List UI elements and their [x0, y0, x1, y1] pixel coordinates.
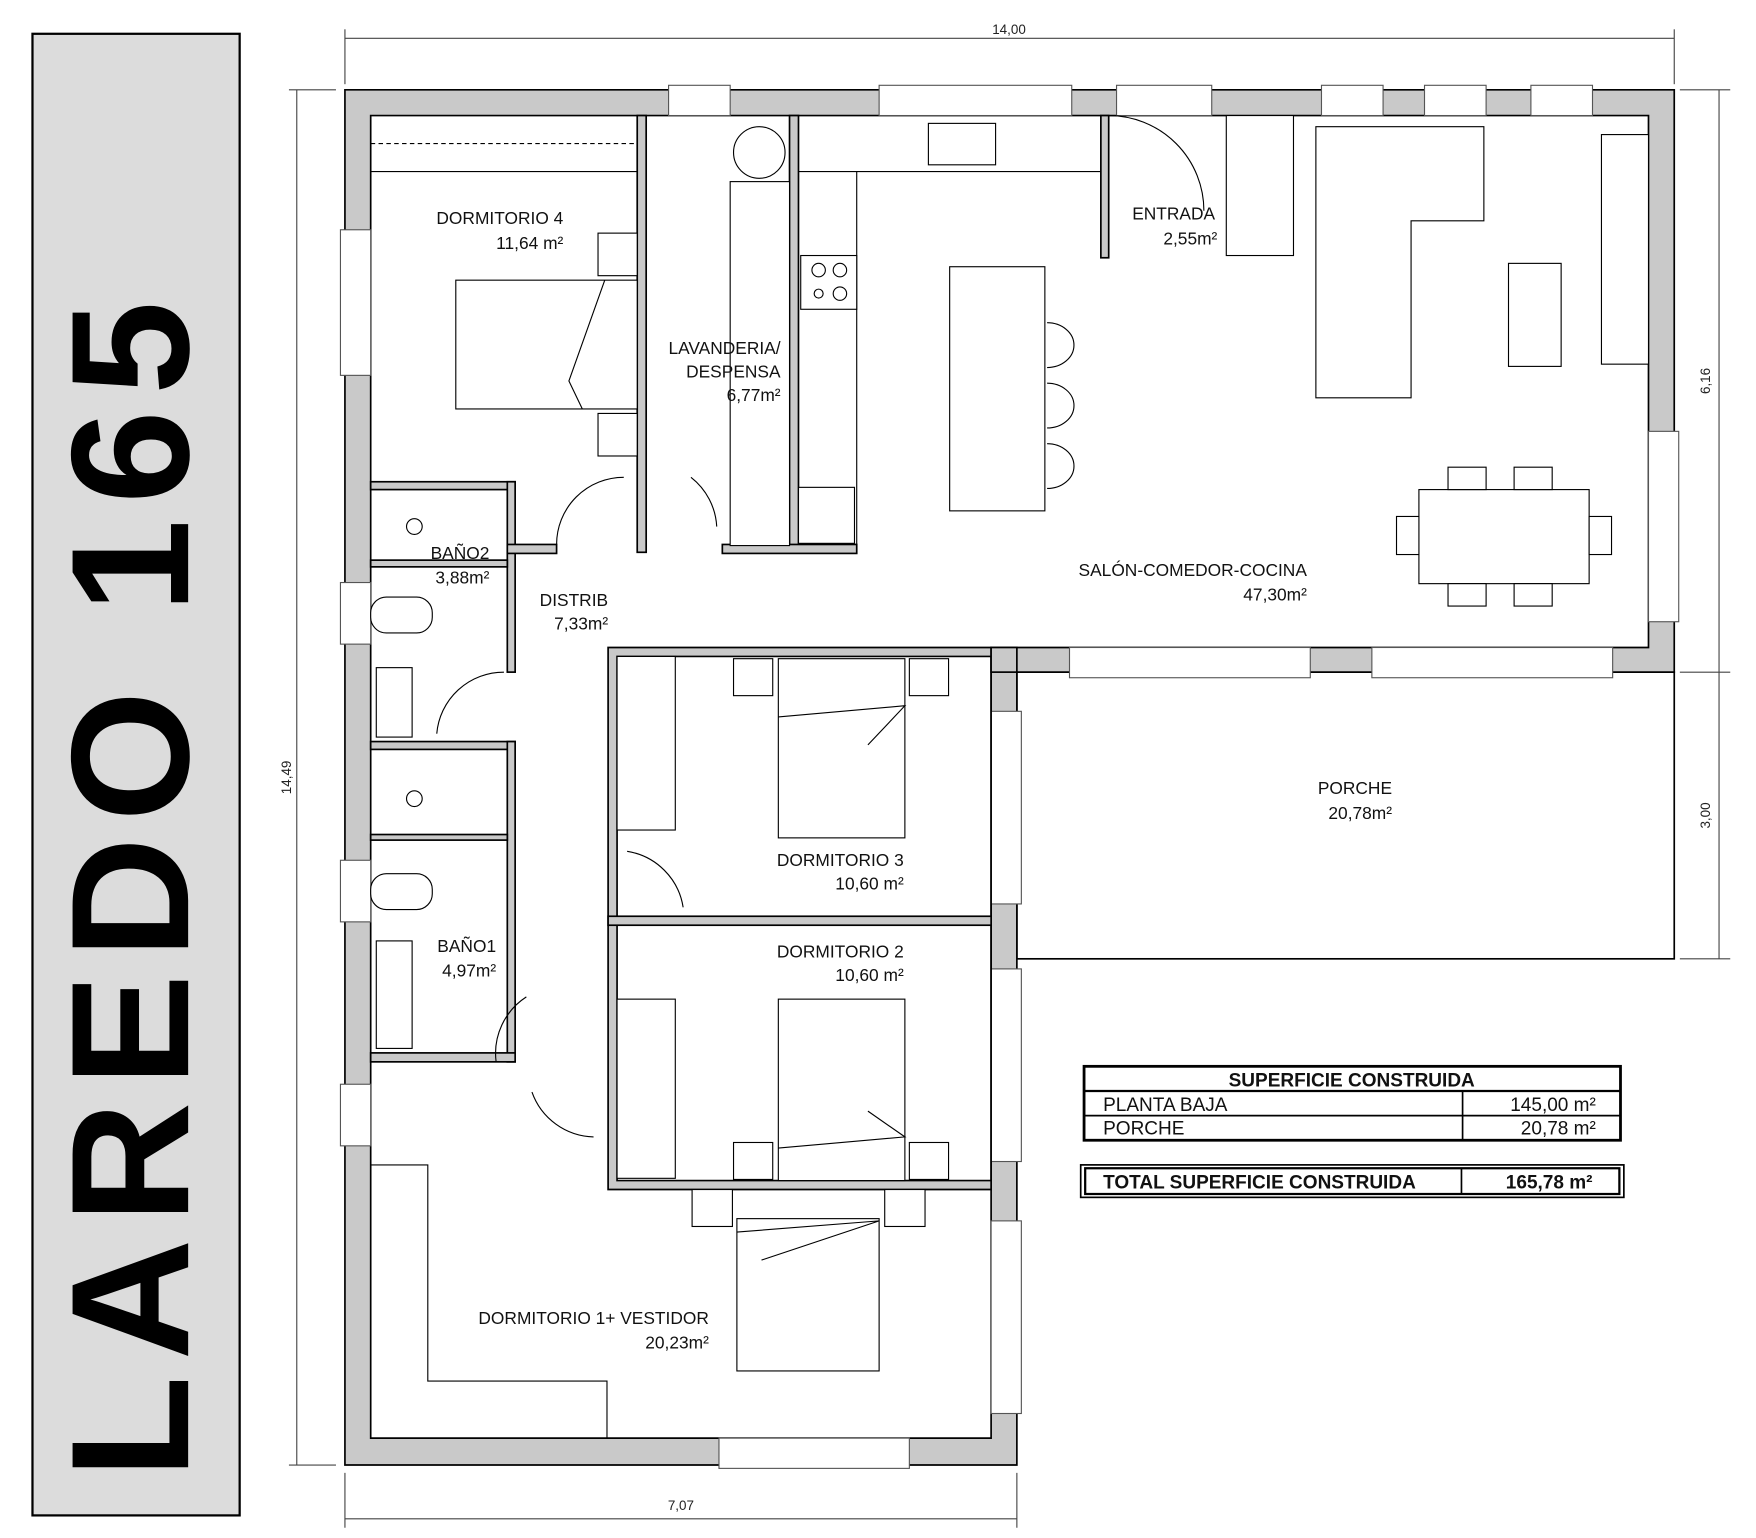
room-name-dormitorio-3: DORMITORIO 3	[777, 850, 904, 870]
table-row-value: 20,78 m²	[1521, 1119, 1596, 1140]
surface-table: SUPERFICIE CONSTRUIDA PLANTA BAJA 145,00…	[1079, 1064, 1625, 1199]
dimension-lines: 14,00 14,49 7,07 6,16 3,00	[279, 22, 1731, 1528]
room-name-salon: SALÓN-COMEDOR-COCINA	[1079, 560, 1308, 580]
sink-icon	[927, 122, 997, 166]
room-area-dormitorio-3: 10,60 m²	[835, 873, 904, 893]
washbasin-icon	[375, 940, 413, 1049]
room-name-entrada: ENTRADA	[1132, 204, 1215, 224]
dim-bottom: 7,07	[668, 1498, 694, 1513]
cooktop-icon	[800, 254, 858, 310]
bed-dorm1	[736, 1218, 880, 1372]
table-row-label: PLANTA BAJA	[1103, 1095, 1228, 1116]
room-name-bano2: BAÑO2	[431, 543, 490, 563]
title-panel: LAREDO 165	[31, 32, 241, 1517]
sofa	[1315, 126, 1485, 399]
room-name-dormitorio-1: DORMITORIO 1+ VESTIDOR	[478, 1308, 708, 1328]
dim-top: 14,00	[992, 22, 1026, 37]
total-label: TOTAL SUPERFICIE CONSTRUIDA	[1103, 1172, 1416, 1193]
table-row-value: 145,00 m²	[1510, 1095, 1596, 1116]
total-value: 165,78 m²	[1506, 1172, 1593, 1193]
table-header: SUPERFICIE CONSTRUIDA	[1229, 1070, 1475, 1091]
room-name-bano1: BAÑO1	[437, 936, 496, 956]
room-area-bano2: 3,88m²	[435, 568, 489, 588]
kitchen-island	[949, 266, 1046, 512]
furniture	[370, 114, 1650, 1439]
table-row-label: PORCHE	[1103, 1119, 1184, 1140]
windows	[339, 84, 1680, 1469]
room-area-lavanderia: 6,77m²	[727, 385, 781, 405]
room-name-dormitorio-4: DORMITORIO 4	[436, 208, 563, 228]
dim-right-lower: 3,00	[1698, 802, 1713, 828]
room-name-despensa: DESPENSA	[686, 362, 781, 382]
toilet-icon	[370, 873, 433, 911]
toilet-icon	[370, 596, 433, 634]
room-name-dormitorio-2: DORMITORIO 2	[777, 942, 904, 962]
bed-dorm4	[455, 279, 638, 410]
room-name-distrib: DISTRIB	[540, 590, 608, 610]
coffee-table	[1507, 262, 1562, 367]
dim-left: 14,49	[279, 761, 294, 795]
dim-right-upper: 6,16	[1698, 368, 1713, 394]
room-area-bano1: 4,97m²	[442, 961, 496, 981]
room-area-dormitorio-1: 20,23m²	[645, 1333, 709, 1353]
room-area-entrada: 2,55m²	[1163, 228, 1217, 248]
room-area-dormitorio-4: 11,64 m²	[496, 233, 563, 253]
washer-icon	[732, 126, 786, 179]
room-area-dormitorio-2: 10,60 m²	[835, 965, 904, 985]
room-name-lavanderia: LAVANDERIA/	[668, 338, 780, 358]
room-area-salon: 47,30m²	[1243, 584, 1307, 604]
room-area-porche: 20,78m²	[1328, 803, 1392, 823]
room-labels: DORMITORIO 4 11,64 m² LAVANDERIA/ DESPEN…	[431, 204, 1393, 1353]
plan-title: LAREDO 165	[36, 286, 224, 1479]
dining-table	[1418, 489, 1590, 585]
room-area-distrib: 7,33m²	[554, 614, 608, 634]
washbasin-icon	[375, 667, 413, 738]
bed-dorm2	[777, 998, 906, 1182]
tv-unit	[1600, 134, 1650, 365]
bed-dorm3	[777, 658, 906, 839]
interior-walls	[369, 114, 1110, 1191]
room-name-porche: PORCHE	[1318, 778, 1392, 798]
